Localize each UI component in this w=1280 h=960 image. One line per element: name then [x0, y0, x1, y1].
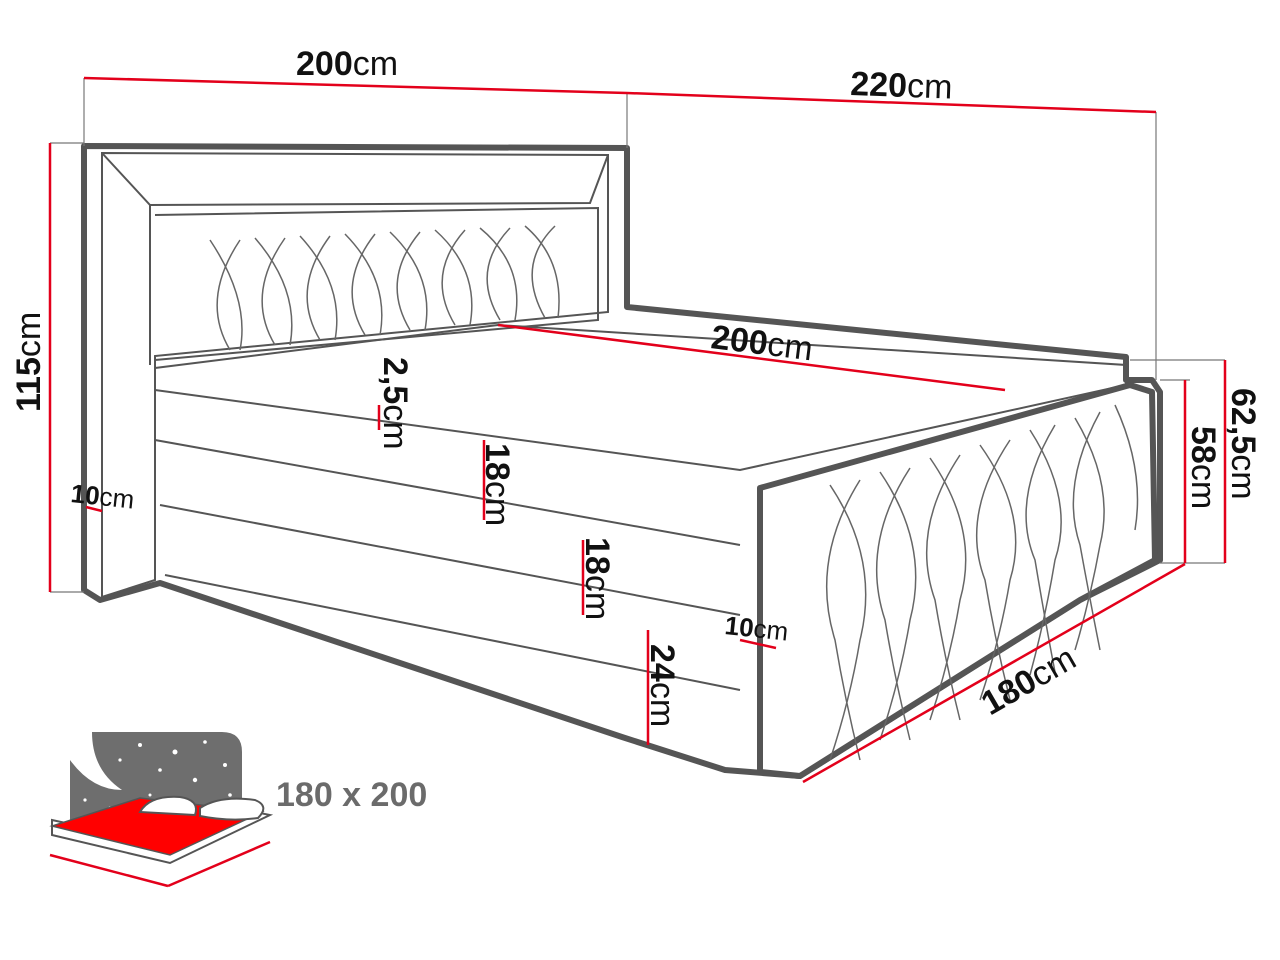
headboard-bevel — [101, 152, 609, 365]
bed-night-icon — [49, 732, 274, 888]
dimline-headboard-width — [83, 76, 628, 95]
dimline-width — [802, 562, 1186, 784]
label-headboard-thickness: 10cm — [69, 478, 135, 514]
label-mattress-length: 200cm — [709, 318, 815, 368]
label-mattress-lower: 18cm — [578, 537, 616, 620]
label-topper: 2,5cm — [376, 357, 414, 450]
dimension-lines — [48, 76, 1227, 784]
label-footboard-thickness: 10cm — [723, 610, 789, 646]
footboard-tufting — [825, 404, 1139, 761]
sleeping-area-label: 180 x 200 — [276, 776, 427, 814]
bed-illustration — [81, 143, 1163, 779]
label-footboard-height: 58cm — [1184, 426, 1222, 509]
label-footboard-overall: 62,5cm — [1224, 388, 1262, 500]
mattress-side-lines — [154, 439, 741, 691]
dimline-mattress-length — [497, 323, 1006, 392]
label-headboard-width: 200cm — [296, 45, 398, 83]
extension-lines — [50, 78, 1225, 593]
dimline-headboard-thickness — [85, 505, 103, 513]
dimline-total-length — [626, 91, 1157, 114]
dimension-labels: 200cm 220cm 200cm 115cm 2,5cm 18cm 18cm … — [10, 45, 1262, 727]
label-mattress-upper: 18cm — [478, 443, 516, 526]
label-total-height: 115cm — [10, 312, 48, 412]
dimline-footboard-thickness — [739, 638, 777, 650]
label-total-length: 220cm — [850, 65, 953, 107]
headboard-tufting — [209, 225, 560, 351]
label-base: 24cm — [643, 644, 681, 727]
